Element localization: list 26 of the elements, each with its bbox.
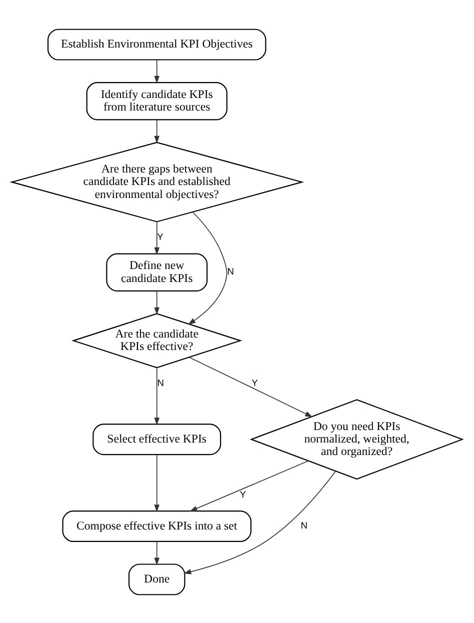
- arrow: [190, 460, 309, 512]
- arrow: [189, 356, 313, 417]
- arrow: [154, 290, 160, 314]
- arrow: [154, 454, 160, 512]
- node-diamond: Are the candidate KPIs effective?: [72, 312, 242, 368]
- node-box: Define new candidate KPIs: [106, 252, 208, 291]
- arrow: [154, 540, 160, 565]
- edge-label: N: [227, 266, 234, 276]
- edge-label: N: [157, 378, 164, 388]
- arrow: [188, 211, 228, 324]
- edge-label: Y: [157, 232, 164, 242]
- node-diamond: Are there gaps between candidate KPIs and established environmental objectives?: [10, 141, 304, 222]
- arrow: [154, 58, 160, 83]
- edge-label: Y: [252, 378, 258, 388]
- node-box: Done: [128, 563, 186, 595]
- node-box: Compose effective KPIs into a set: [62, 510, 252, 542]
- node-box: Select effective KPIs: [92, 423, 222, 455]
- edge-label: Y: [240, 488, 246, 499]
- edge-label: N: [300, 520, 308, 530]
- arrow: [184, 470, 336, 574]
- arrow: [154, 119, 160, 144]
- node-box: Establish Environmental KPI Objectives: [47, 28, 266, 60]
- arrow: [154, 220, 160, 255]
- arrow: [154, 366, 160, 425]
- node-box: Identify candidate KPIs from literature sources: [86, 81, 228, 120]
- node-diamond: Do you need KPIs normalized, weighted, and organized?: [250, 398, 464, 480]
